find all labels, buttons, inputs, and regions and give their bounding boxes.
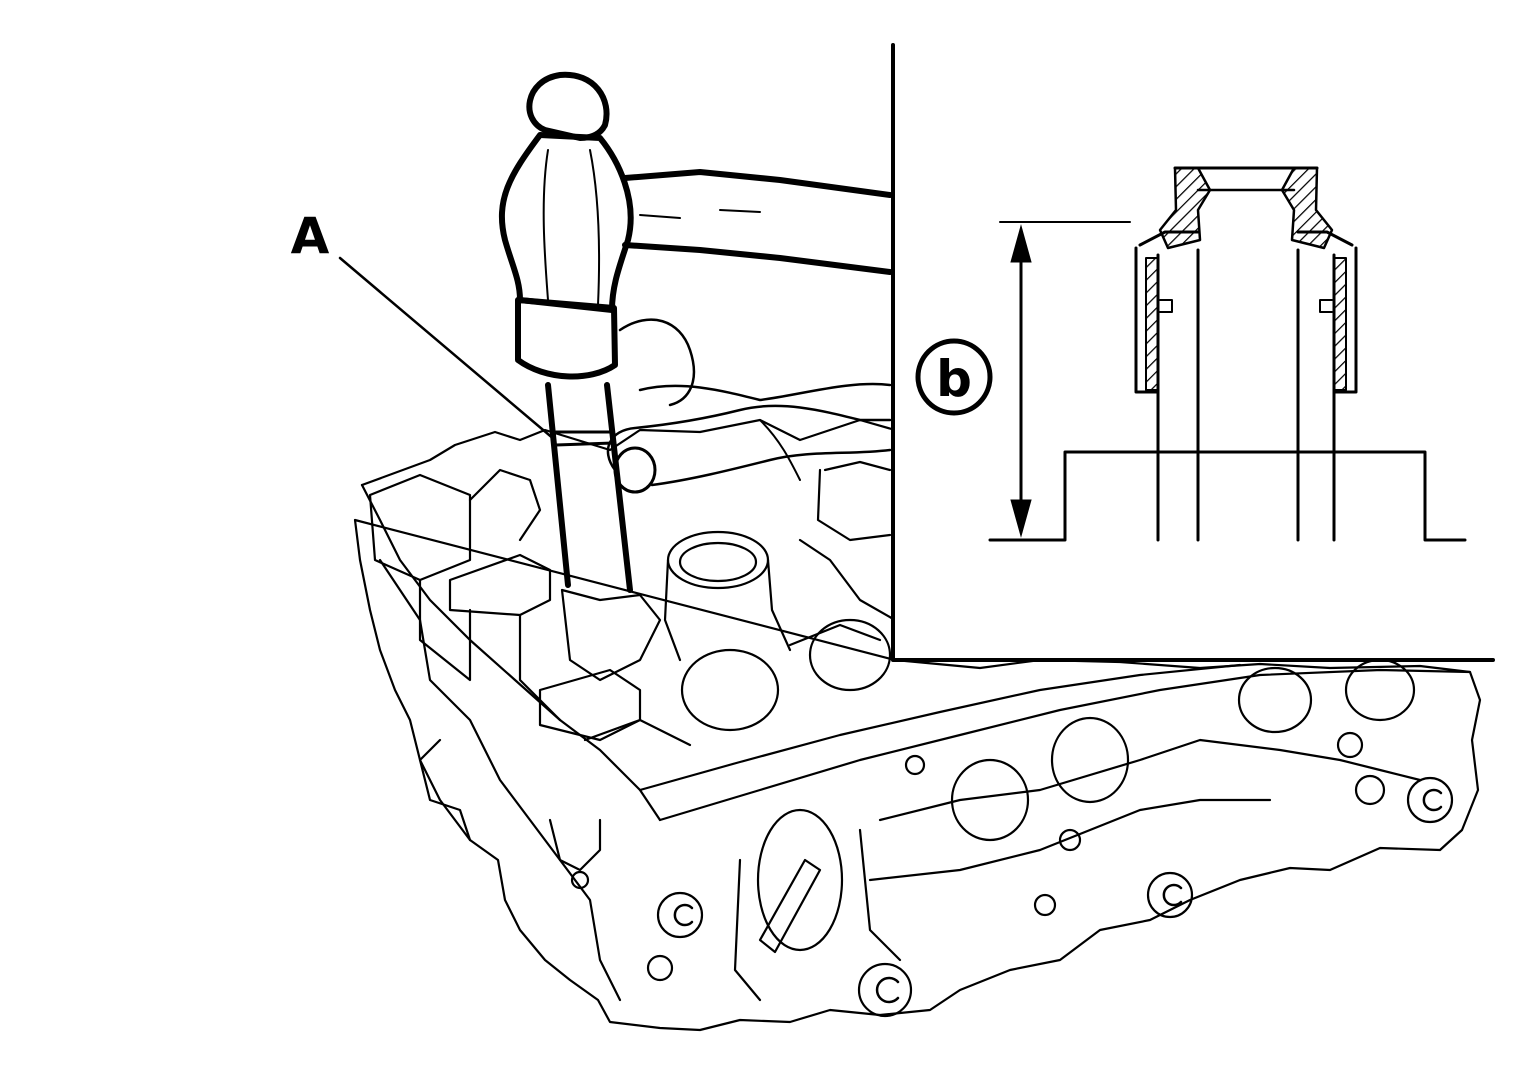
callout-a-text: A (291, 207, 330, 265)
seal-installer-tool (545, 382, 633, 593)
hand-holding-tool (498, 71, 893, 494)
valve-stem-seal (1134, 166, 1358, 394)
cylinder-head (353, 418, 1482, 1032)
dimension-b (999, 221, 1131, 538)
dimension-b-label: b (915, 338, 993, 416)
dimension-b-text: b (936, 350, 972, 408)
callout-a: A (291, 207, 557, 442)
detail-inset: b (891, 43, 1503, 662)
